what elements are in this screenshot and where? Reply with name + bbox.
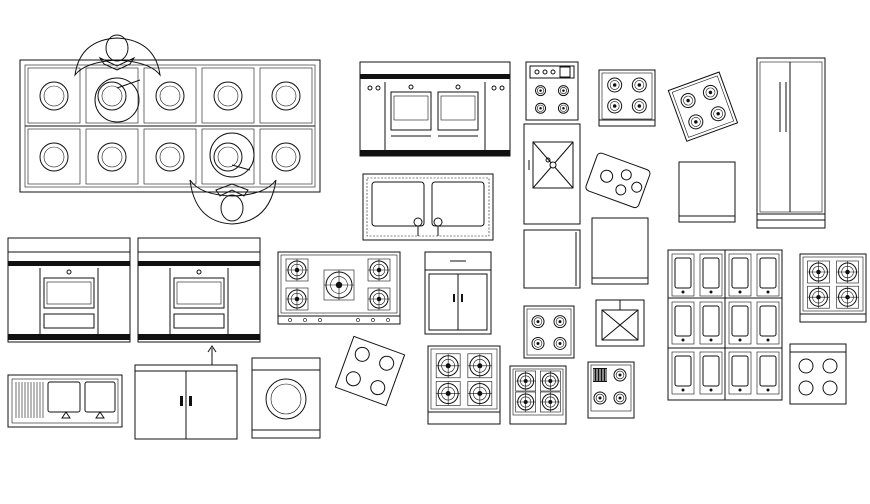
chef-figure-top [74,34,161,123]
cooking-island-with-chefs [19,34,321,225]
fryer-unit [699,253,723,297]
burner-icon [607,98,623,114]
double-sink-plan [362,173,494,241]
multi-unit-cooking-line [667,249,783,401]
burner-icon [631,98,647,114]
bar-sink-plan [595,299,645,347]
burner-icon [836,285,859,309]
burner-icon [557,102,569,114]
base-cabinet-front [424,251,492,335]
cooktop-electric-right [789,343,847,405]
fryer-unit [756,301,780,345]
island-outline [19,59,321,193]
burner-icon [836,260,859,284]
island-burner-cell [85,67,139,124]
island-burner-cell [143,67,197,124]
burner-icon [535,85,547,97]
small-cabinet-square-right [591,217,649,285]
burner-icon [515,391,536,413]
burner-icon [807,285,830,309]
burner-icon [702,84,718,100]
cooktop-with-controls [525,61,579,121]
burner-icon [515,370,536,392]
burner-icon [593,391,607,405]
burner-icon [367,287,391,311]
cooktop-grill-combo [587,361,635,419]
fryer-unit [756,351,780,395]
six-burner-cooktop [277,251,401,325]
burner-icon [285,287,309,311]
small-cabinet-square-left [523,229,581,289]
burner-icon [531,315,545,329]
burner-icon [285,258,309,282]
burner-icon [467,381,493,406]
burner-icon [535,102,547,114]
island-burner-cell [85,128,139,185]
fryer-unit [728,351,752,395]
fryer-unit [671,301,695,345]
range-front-left [7,237,131,343]
rotated-cooktop-oval [585,152,651,209]
fryer-unit [699,301,723,345]
island-burner-cell [259,128,313,185]
sink-with-drainboard [7,374,123,428]
fryer-unit [671,351,695,395]
burner-icon [710,106,726,122]
cooktop-large-bottom [427,345,501,425]
fryer-unit [728,301,752,345]
burner-icon [540,370,561,392]
island-burner-cell [143,128,197,185]
island-burner-cell [259,67,313,124]
burner-icon [631,77,647,93]
burner-icon [467,353,493,379]
island-burner-cell [27,67,81,124]
fryer-unit [756,253,780,297]
burner-icon [613,391,627,405]
burner-icon [435,353,461,379]
rotated-cooktop-small [334,335,406,407]
cooktop-four-burner-square [598,69,656,127]
wall-cabinet-square [678,161,736,223]
double-oven-range-front [359,61,511,157]
burner-icon [557,85,569,97]
range-front-right [137,237,261,343]
burner-icon [435,381,461,406]
fryer-unit [671,253,695,297]
cooktop-compact [523,305,575,359]
island-burner-cell [27,128,81,185]
burner-icon [531,336,545,350]
rotated-cooktop-top [667,71,739,142]
burner-icon [553,315,567,329]
burner-icon [540,391,561,413]
single-sink-plan [523,123,581,225]
burner-icon [680,93,696,109]
cooktop-medium-bottom [509,365,567,425]
burner-icon [323,269,355,301]
burner-icon [688,114,704,130]
fryer-unit [699,351,723,395]
burner-icon [607,77,623,93]
cooktop-four-burner-right [799,253,867,323]
side-by-side-refrigerator [756,57,826,229]
burner-icon [613,368,627,382]
island-burner-cell [201,67,255,124]
burner-icon [553,336,567,350]
chef-figure-bottom [189,132,277,225]
burner-icon [807,260,830,284]
burner-icon [367,258,391,282]
sink-cabinet-front [134,345,238,440]
washing-machine-front [251,357,321,439]
fryer-unit [728,253,752,297]
